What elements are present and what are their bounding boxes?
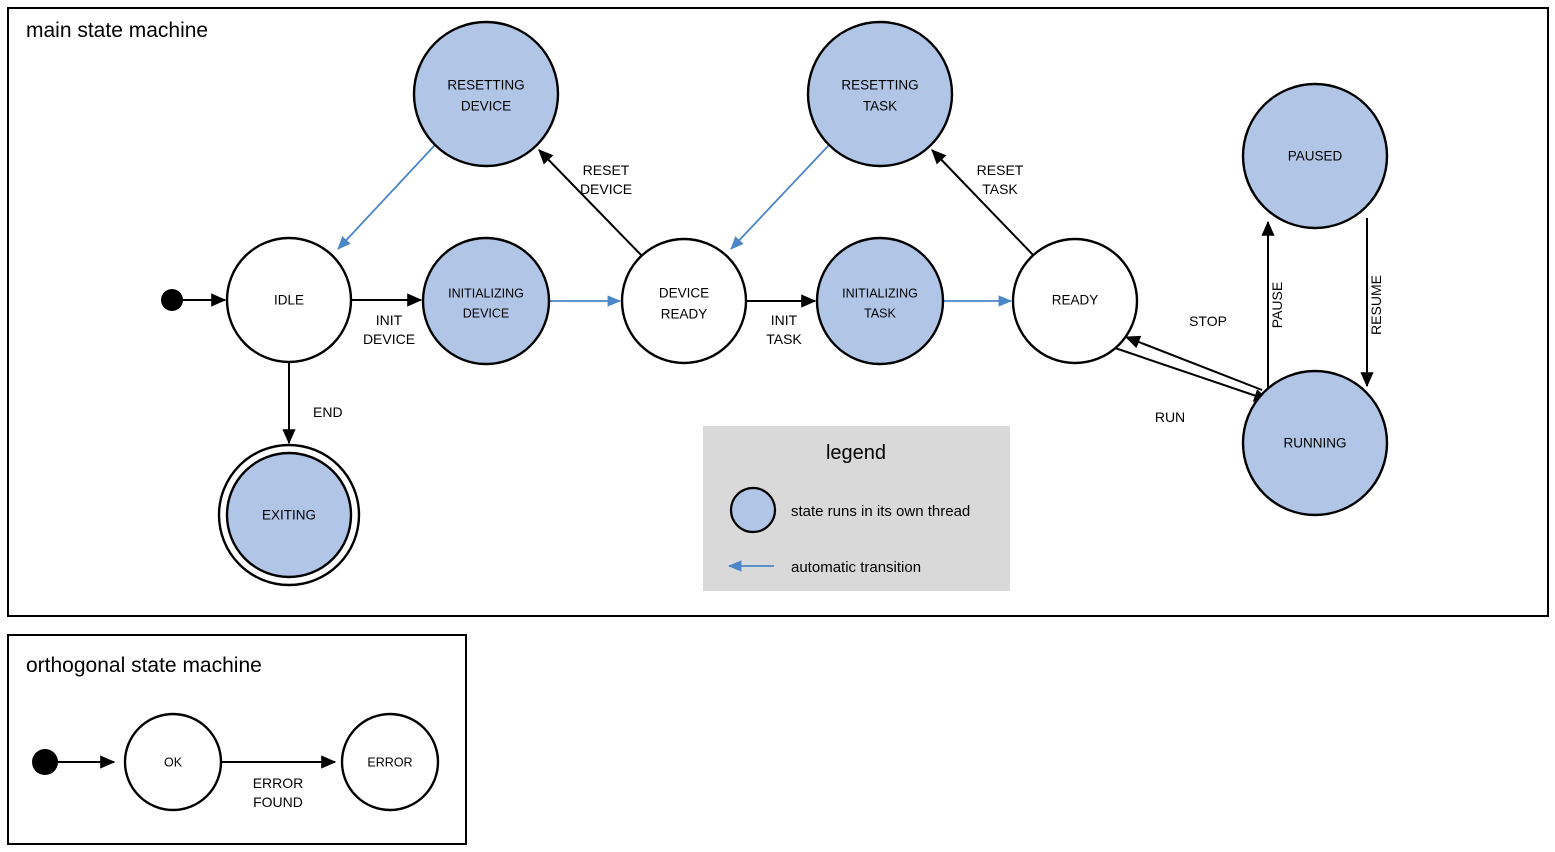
- state-initializing-task-shape[interactable]: [815, 236, 945, 366]
- state-exiting[interactable]: EXITING: [217, 443, 361, 587]
- edge-label-error-found-line1: ERROR: [253, 775, 304, 791]
- edge-label-init-task-line1: INIT: [771, 312, 798, 328]
- state-exiting-outer-ring: [217, 443, 361, 587]
- state-ready-label: READY: [1052, 293, 1099, 308]
- state-resetting-task-label-line1: RESETTING: [841, 78, 918, 93]
- state-resetting-device[interactable]: RESETTING DEVICE: [412, 20, 560, 168]
- state-paused-label: PAUSED: [1288, 149, 1343, 164]
- legend-title: legend: [826, 442, 886, 464]
- main-transitions-layer: [183, 144, 1374, 445]
- state-idle-label: IDLE: [274, 293, 304, 308]
- state-ok-label: OK: [164, 755, 183, 769]
- main-frame-title: main state machine: [26, 19, 208, 42]
- legend-entry-threaded-state: state runs in its own thread: [729, 486, 970, 534]
- transition-ready-to-running: [1114, 347, 1270, 402]
- edge-label-init-device-line1: INIT: [376, 312, 403, 328]
- state-running-shape[interactable]: [1241, 369, 1389, 517]
- transition-running-to-ready: [1124, 335, 1263, 391]
- state-resetting-device-shape[interactable]: [412, 20, 560, 168]
- edge-label-reset-device-line1: RESET: [583, 162, 630, 178]
- edge-label-end: END: [313, 404, 343, 420]
- state-initializing-task-label-line2: TASK: [864, 306, 896, 320]
- state-idle[interactable]: IDLE: [225, 236, 353, 364]
- main-state-machine-frame: main state machine: [7, 7, 1549, 617]
- orthogonal-edge-labels-layer: ERROR FOUND: [253, 775, 304, 810]
- transition-resetting-task-to-device-ready: [730, 144, 830, 250]
- state-device-ready-label-line2: READY: [661, 307, 708, 322]
- edge-label-resume: RESUME: [1368, 275, 1384, 335]
- orthogonal-frame-title: orthogonal state machine: [26, 654, 262, 677]
- state-idle-shape[interactable]: [225, 236, 353, 364]
- state-initializing-task-label-line1: INITIALIZING: [842, 286, 918, 300]
- state-ready[interactable]: READY: [1011, 237, 1139, 365]
- state-device-ready-shape[interactable]: [620, 237, 748, 365]
- state-initializing-device-label-line2: DEVICE: [463, 306, 510, 320]
- state-error-label: ERROR: [367, 755, 412, 769]
- state-error-shape[interactable]: [340, 712, 440, 812]
- state-initializing-task[interactable]: INITIALIZING TASK: [815, 236, 945, 366]
- state-paused[interactable]: PAUSED: [1241, 82, 1389, 230]
- state-resetting-task[interactable]: RESETTING TASK: [806, 20, 954, 168]
- edge-label-stop: STOP: [1189, 313, 1227, 329]
- edge-label-reset-task-line1: RESET: [977, 162, 1024, 178]
- state-device-ready-label-line1: DEVICE: [659, 286, 709, 301]
- state-exiting-label: EXITING: [262, 508, 316, 523]
- state-resetting-device-label-line1: RESETTING: [447, 78, 524, 93]
- transition-ready-to-resetting-task: [931, 149, 1037, 259]
- edge-label-reset-device-line2: DEVICE: [580, 181, 632, 197]
- edge-label-init-device-line2: DEVICE: [363, 331, 415, 347]
- state-paused-shape[interactable]: [1241, 82, 1389, 230]
- legend-entry-auto-transition: automatic transition: [727, 559, 921, 576]
- orthogonal-initial-state-marker: [32, 749, 58, 775]
- state-initializing-device-label-line1: INITIALIZING: [448, 286, 524, 300]
- state-resetting-device-label-line2: DEVICE: [461, 99, 511, 114]
- edge-label-pause: PAUSE: [1269, 282, 1285, 328]
- legend-threaded-state-text: state runs in its own thread: [791, 503, 970, 520]
- state-running[interactable]: RUNNING: [1241, 369, 1389, 517]
- edge-label-reset-task-line2: TASK: [982, 181, 1018, 197]
- state-exiting-shape[interactable]: [225, 451, 353, 579]
- state-resetting-task-label-line2: TASK: [863, 99, 897, 114]
- transition-device-ready-to-resetting-device: [538, 149, 645, 259]
- main-edge-labels-layer: INIT DEVICE END RESET DEVICE INIT TASK R…: [313, 162, 1384, 425]
- state-initializing-device[interactable]: INITIALIZING DEVICE: [421, 236, 551, 366]
- orthogonal-state-machine-frame: orthogonal state machine OK ERROR ERROR …: [7, 634, 467, 845]
- state-error[interactable]: ERROR: [340, 712, 440, 812]
- state-ok[interactable]: OK: [123, 712, 223, 812]
- edge-label-init-task-line2: TASK: [766, 331, 802, 347]
- legend: legend state runs in its own thread auto…: [703, 426, 1010, 591]
- state-running-label: RUNNING: [1284, 436, 1347, 451]
- state-ready-shape[interactable]: [1011, 237, 1139, 365]
- state-device-ready[interactable]: DEVICE READY: [620, 237, 748, 365]
- edge-label-run: RUN: [1155, 409, 1185, 425]
- state-initializing-device-shape[interactable]: [421, 236, 551, 366]
- state-ok-shape[interactable]: [123, 712, 223, 812]
- edge-label-error-found-line2: FOUND: [253, 794, 303, 810]
- legend-threaded-state-circle-icon: [729, 486, 777, 534]
- main-initial-state-marker: [161, 289, 183, 311]
- state-resetting-task-shape[interactable]: [806, 20, 954, 168]
- legend-auto-transition-text: automatic transition: [791, 559, 921, 576]
- transition-resetting-device-to-idle: [337, 144, 436, 250]
